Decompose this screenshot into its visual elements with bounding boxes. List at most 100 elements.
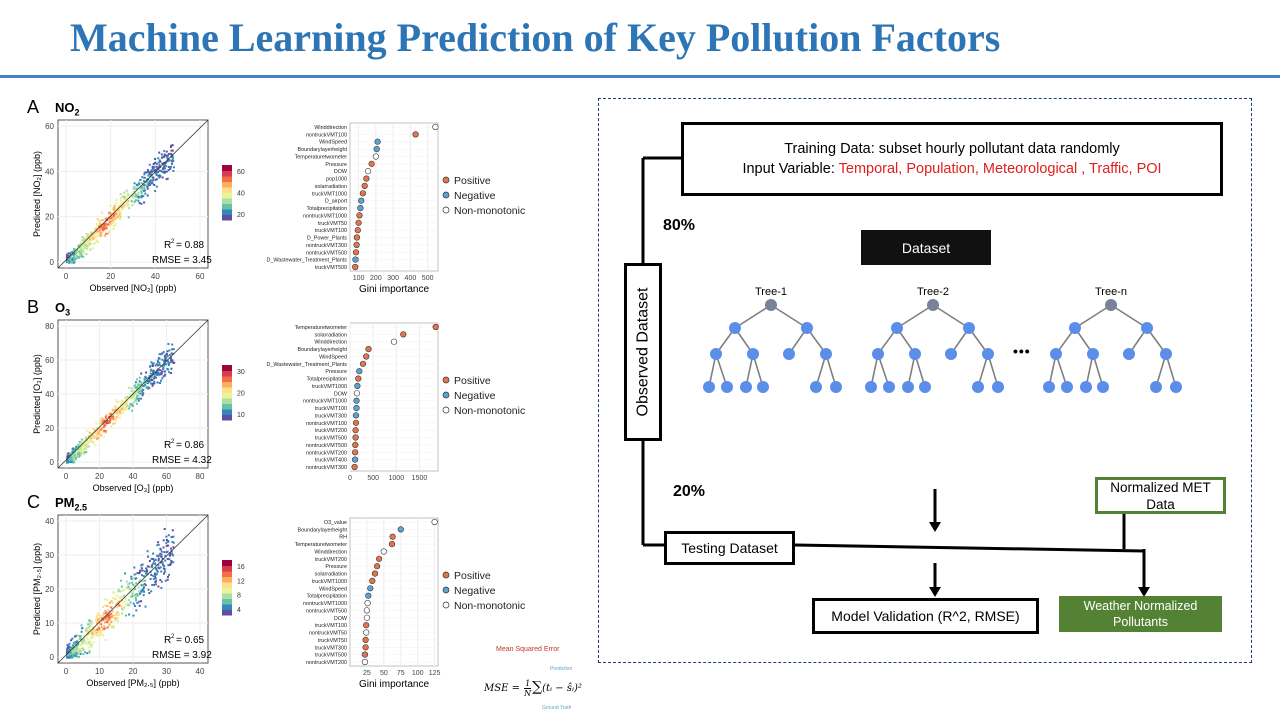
scatter-point xyxy=(116,611,119,614)
tree-node xyxy=(757,381,769,393)
scatter-point xyxy=(128,587,131,590)
scatter-point xyxy=(80,247,83,250)
scatter-point xyxy=(79,643,82,646)
scatter-point xyxy=(119,595,122,598)
scatter-point xyxy=(116,616,119,619)
importance-plot-area xyxy=(349,322,439,472)
scatter-point xyxy=(83,445,86,448)
scatter-point xyxy=(156,174,159,177)
scatter-point xyxy=(99,630,102,633)
scatter-point xyxy=(125,402,128,404)
scatter-point xyxy=(111,214,114,217)
scatter-point xyxy=(122,404,125,407)
importance-dot xyxy=(412,131,419,138)
scatter-point xyxy=(155,376,158,379)
scatter-point xyxy=(159,373,162,376)
scatter-point xyxy=(142,586,145,589)
scatter-point xyxy=(166,160,169,163)
scatter-point xyxy=(138,196,141,199)
r2-superscript: 2 xyxy=(171,239,175,245)
y-tick-label: 20 xyxy=(45,585,54,594)
scatter-point xyxy=(105,227,108,229)
scatter-point xyxy=(114,223,117,225)
colorbar-segment xyxy=(222,604,232,610)
scatter-point xyxy=(156,544,159,547)
trees-ellipsis: ••• xyxy=(1013,343,1031,359)
scatter-point xyxy=(90,435,92,438)
importance-dot xyxy=(354,227,361,234)
scatter-point xyxy=(117,614,120,616)
scatter-point xyxy=(151,167,154,170)
scatter-point xyxy=(147,386,150,389)
tree-node xyxy=(747,348,759,360)
scatter-point xyxy=(137,397,140,400)
scatter-point xyxy=(154,169,157,172)
scatter-point xyxy=(110,606,113,609)
scatter-point xyxy=(160,580,163,583)
importance-category-label: truckVMT200 xyxy=(315,428,347,434)
scatter-point xyxy=(138,181,141,184)
importance-dot xyxy=(365,592,372,599)
scatter-point xyxy=(87,638,90,641)
scatter-point xyxy=(112,409,115,412)
importance-dot xyxy=(355,375,362,382)
testing-dataset-box: Testing Dataset xyxy=(664,531,795,565)
scatter-point xyxy=(66,646,69,649)
scatter-point xyxy=(139,178,142,181)
colorbar-label: 20 xyxy=(237,391,245,398)
scatter-point xyxy=(110,626,113,629)
scatter-point xyxy=(71,654,74,657)
scatter-point xyxy=(139,392,142,395)
scatter-point xyxy=(71,254,74,257)
scatter-point xyxy=(155,583,157,586)
scatter-point xyxy=(160,550,163,553)
weather-normalized-box: Weather Normalized Pollutants xyxy=(1059,596,1222,632)
scatter-point xyxy=(95,622,98,625)
scatter-point xyxy=(121,206,124,208)
scatter-point xyxy=(163,572,165,575)
scatter-point xyxy=(119,215,122,218)
importance-category-label: D_Wastewater_Treatment_Plants xyxy=(267,258,348,264)
scatter-point xyxy=(155,363,158,366)
scatter-point xyxy=(153,560,156,562)
scatter-point xyxy=(161,370,164,373)
scatter-point xyxy=(74,456,77,459)
scatter-point xyxy=(98,617,101,620)
scatter-point xyxy=(153,184,156,186)
scatter-point xyxy=(170,547,172,550)
scatter-point xyxy=(170,153,173,156)
scatter-point xyxy=(96,435,99,438)
tree-node xyxy=(872,348,884,360)
importance-category-label: nontruckVMT500 xyxy=(306,443,347,449)
scatter-point xyxy=(171,529,174,532)
scatter-point xyxy=(112,626,115,629)
scatter-point xyxy=(160,353,163,356)
legend-marker xyxy=(442,391,450,399)
scatter-point xyxy=(96,614,99,617)
scatter-point xyxy=(96,612,99,615)
scatter-point xyxy=(165,363,168,366)
scatter-point xyxy=(168,573,170,576)
scatter-point xyxy=(151,182,154,185)
scatter-point xyxy=(163,359,166,362)
scatter-point xyxy=(146,382,149,385)
colorbar-segment xyxy=(222,192,232,199)
importance-dot xyxy=(365,345,372,353)
scatter-point xyxy=(107,232,110,235)
scatter-point xyxy=(116,406,119,409)
scatter-point xyxy=(134,577,137,580)
tree-edge xyxy=(896,304,934,329)
scatter-point xyxy=(124,397,127,400)
tree-node xyxy=(810,381,822,393)
scatter-point xyxy=(139,388,142,391)
scatter-point xyxy=(115,399,118,402)
legend-label: Negative xyxy=(454,190,496,202)
scatter-point xyxy=(163,528,166,530)
scatter-point xyxy=(158,361,161,364)
scatter-point xyxy=(121,195,124,198)
scatter-point xyxy=(145,171,148,174)
colorbar-label: 60 xyxy=(237,169,245,176)
scatter-point xyxy=(170,160,173,163)
scatter-point xyxy=(155,373,158,376)
